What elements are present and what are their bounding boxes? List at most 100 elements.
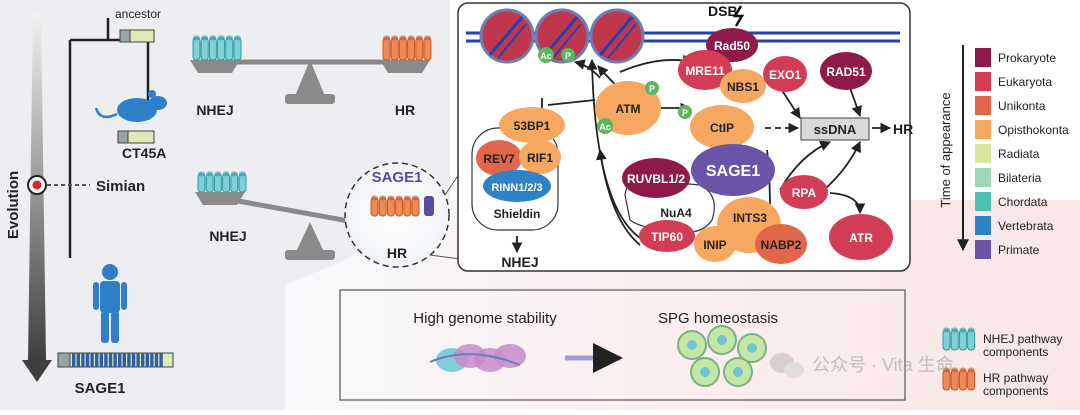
component-block-top [967,367,975,373]
mouse-icon [94,90,167,122]
ctip-label: CtIP [710,121,734,135]
component-block [233,37,242,61]
legend-swatch [975,72,991,91]
balance-top-nhej-label: NHEJ [196,102,233,118]
hr-outcome-label: HR [893,121,913,137]
gene-stripe [95,353,99,367]
component-block-top [198,171,205,177]
balance-bottom-nhej-label: NHEJ [209,228,246,244]
component-block-top [415,35,423,41]
component-block-top [403,195,411,201]
gene-stripe [76,353,80,367]
gene-stripe [90,353,94,367]
legend-item-label: Prokaryote [998,51,1056,65]
nhej-outcome-label: NHEJ [501,254,538,270]
shieldin-label: Shieldin [494,207,541,221]
component-block [390,37,399,61]
component-block [197,173,206,193]
component-block [415,37,424,61]
ancestor-gene-bar [119,29,155,43]
component-block-top [943,367,950,373]
component-block-top [951,327,959,333]
histone-mods [538,47,575,63]
tip60-label: TIP60 [651,230,683,244]
component-block-top [222,171,230,177]
component-block [395,197,404,217]
time-legend: ProkaryoteEukaryotaUnikontaOpisthokontaR… [957,45,1069,259]
gene-stripe [104,353,108,367]
component-block-top [943,327,950,333]
component-block-top [201,35,209,41]
component-block [967,369,976,391]
ruvbl-label: RUVBL1/2 [627,172,685,186]
legend-hr-label-2: components [983,384,1048,398]
ssdna-label: ssDNA [814,122,857,137]
balance-top [190,35,432,104]
genome-stability-label: High genome stability [413,310,557,327]
component-block [958,369,967,391]
cells-cluster-icon [677,325,767,387]
component-block-top [371,195,378,201]
legend-swatch [975,120,991,139]
component-block [222,173,231,193]
component-block-top [225,35,233,41]
legend-hr-label-1: HR pathway [983,371,1048,385]
component-block [942,329,951,351]
rinn-label: RINN1/2/3 [491,182,542,194]
gene-stripe [72,353,76,367]
legend-item-label: Opisthokonta [998,123,1069,137]
component-block-top [399,35,407,41]
component-block-top [395,195,403,201]
component-block [378,197,387,217]
atm-ac-mod: Ac [599,122,611,132]
gene-stripe [127,353,131,367]
component-block-top [407,35,415,41]
gene-stripe [118,353,122,367]
component-block [238,173,247,193]
ints3-label: INTS3 [733,211,767,225]
component-block-top [412,195,419,201]
component-block [967,329,976,351]
spg-homeostasis-label: SPG homeostasis [658,310,778,327]
simian-marker [27,175,90,195]
component-block [403,197,412,217]
component-block-top [383,35,390,41]
legend-item-label: Eukaryota [998,75,1052,89]
53bp1-label: 53BP1 [514,119,551,133]
legend-swatch [975,144,991,163]
nucleosome-p-mod: P [565,51,571,61]
gene-stripe [85,353,90,367]
ct45a-gene-bar [117,130,155,144]
inip-label: INIP [703,238,726,252]
component-block-top [239,171,246,177]
component-block [213,173,222,193]
gene-stripe [122,353,126,367]
legend-item-label: Radiata [998,147,1040,161]
sage1-circle-label: SAGE1 [372,169,423,186]
component-block [192,37,201,61]
component-block-top [959,327,967,333]
human-icon [93,264,127,343]
sage1-block [424,196,434,216]
gene-stripe [113,353,117,367]
component-block-top [209,35,217,41]
atm-label: ATM [615,102,640,116]
nucleosome-ac-mod: Ac [540,51,552,61]
rad51-label: RAD51 [826,65,866,79]
atr-label: ATR [849,231,873,245]
watermark-text: 公众号 · Vita 生命 [812,355,954,375]
legend-swatch [975,48,991,67]
gene-stripe [141,353,145,367]
sage1-protein-label: SAGE1 [706,163,760,180]
legend-item-label: Unikonta [998,99,1046,113]
legend-hr-components [942,367,976,391]
legend-nhej-label-2: components [983,345,1048,359]
component-block-top [193,35,200,41]
gene-stripe [99,353,103,367]
component-block [386,197,395,217]
component-block [950,329,959,351]
component-block [411,197,420,217]
legend-swatch [975,216,991,235]
gene-stripe [159,353,163,367]
top-nhej-components [192,35,242,61]
